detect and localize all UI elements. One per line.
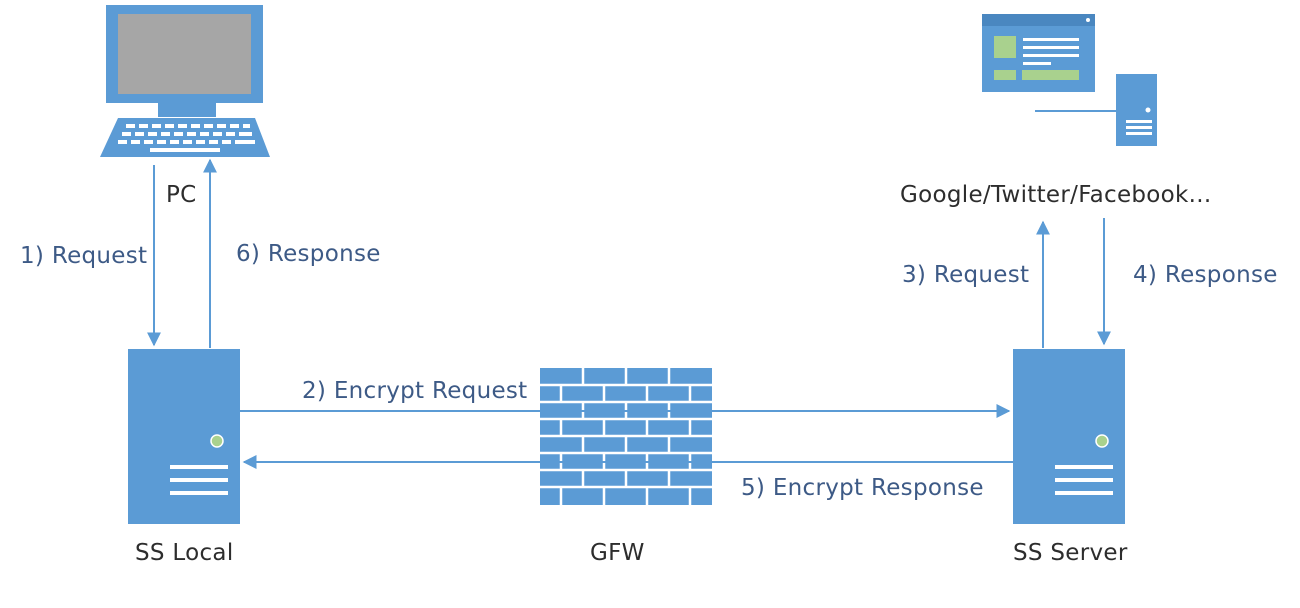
step5-label: 5) Encrypt Response (741, 475, 984, 501)
step6-label: 6) Response (236, 241, 381, 267)
websites-label: Google/Twitter/Facebook... (900, 182, 1212, 208)
ss-local-server-icon (128, 349, 240, 524)
step2-label: 2) Encrypt Request (302, 378, 528, 404)
step3-label: 3) Request (902, 262, 1030, 288)
ss-server-label: SS Server (1013, 540, 1128, 566)
ss-local-label: SS Local (135, 540, 234, 566)
ss-server-icon (1013, 349, 1125, 524)
website-server-icon (982, 14, 1157, 146)
step1-label: 1) Request (20, 243, 148, 269)
pc-label: PC (166, 182, 197, 208)
step4-label: 4) Response (1133, 262, 1278, 288)
laptop-pc-icon (100, 5, 270, 157)
gfw-brick-wall-icon (540, 368, 712, 505)
gfw-label: GFW (590, 540, 645, 566)
